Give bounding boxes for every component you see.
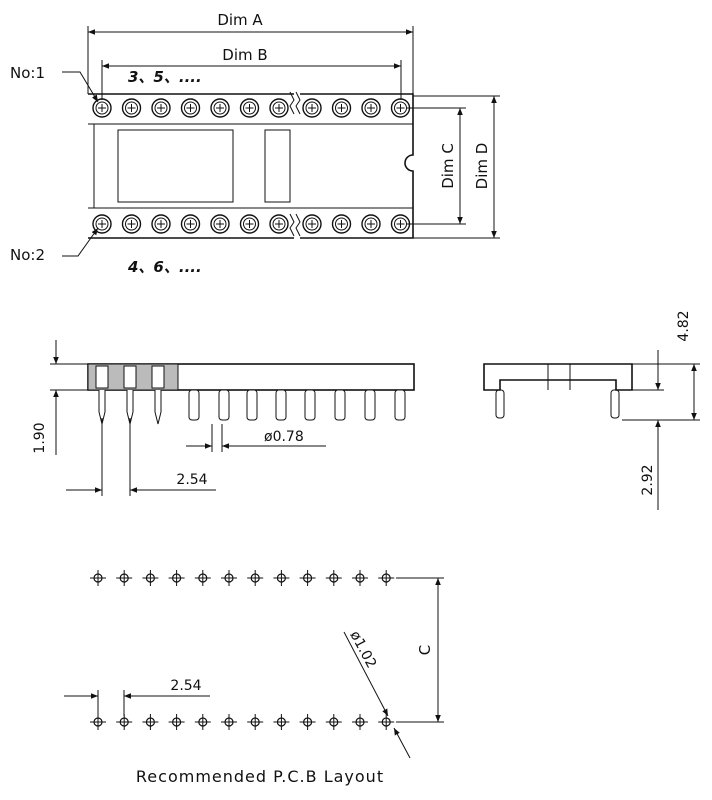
side-pin: [364, 389, 376, 421]
pcb-hole: [273, 570, 290, 586]
pcb-dim-1-02: ø1.02: [346, 628, 379, 671]
socket-pin: [210, 98, 230, 118]
cutaway-pin: [123, 365, 137, 425]
pcb-hole: [116, 714, 133, 730]
pcb-hole: [247, 570, 264, 586]
pcb-hole: [116, 570, 133, 586]
pcb-layout: C 2.54 ø1.02 Recommended P.C.B Layout: [64, 570, 444, 786]
dim-b-label: Dim B: [222, 46, 267, 64]
pcb-hole: [142, 714, 159, 730]
socket-pin: [121, 214, 142, 234]
end-body: [483, 363, 633, 391]
side-pin: [334, 389, 346, 421]
pcb-hole: [194, 714, 211, 730]
cutaway-pin: [95, 365, 109, 425]
pcb-hole: [90, 714, 106, 730]
pcb-hole: [352, 714, 368, 730]
pin1-label: No:1: [10, 64, 45, 82]
pcb-hole: [273, 714, 290, 730]
pcb-layout-title: Recommended P.C.B Layout: [136, 767, 384, 786]
break-line-bottom: [289, 213, 301, 237]
cutaway-pin: [151, 365, 165, 425]
pcb-hole: [168, 570, 185, 586]
socket-body-outline: [88, 93, 414, 239]
pcb-hole: [325, 714, 342, 730]
socket-pin: [180, 98, 201, 118]
pcb-hole: [221, 714, 237, 730]
socket-pin: [361, 214, 381, 234]
pcb-hole: [299, 570, 316, 586]
top-pin-array: [92, 98, 411, 234]
dim-1-90: 1.90: [32, 422, 48, 453]
pcb-hole: [352, 570, 368, 586]
socket-pin: [151, 98, 171, 118]
socket-pin: [92, 214, 112, 234]
socket-pin: [239, 214, 260, 234]
dim-d-label: Dim D: [473, 143, 491, 190]
side-pin-array: [95, 365, 406, 425]
pcb-hole: [194, 570, 211, 586]
dim-a-label: Dim A: [217, 11, 263, 29]
socket-pin: [210, 214, 230, 234]
side-pin: [275, 389, 287, 421]
socket-pin: [302, 98, 322, 118]
dim-c-label: Dim C: [439, 143, 457, 189]
pcb-hole: [168, 714, 185, 730]
socket-pin: [390, 214, 411, 234]
pcb-hole: [325, 570, 342, 586]
socket-pin: [302, 214, 322, 234]
odd-pin-sequence: 3、5、....: [128, 68, 202, 86]
dim-2-54-side: 2.54: [176, 472, 207, 488]
pcb-hole: [142, 570, 159, 586]
pcb-hole: [221, 570, 237, 586]
socket-pin: [180, 214, 201, 234]
socket-pin: [92, 98, 112, 118]
dim-4-82: 4.82: [676, 310, 692, 341]
dim-0-78: ø0.78: [264, 429, 304, 445]
side-pin: [394, 389, 406, 421]
side-pin: [188, 389, 200, 421]
socket-pin: [121, 98, 142, 118]
pcb-hole: [90, 570, 106, 586]
dim-2-92: 2.92: [640, 464, 656, 495]
side-pin: [304, 389, 316, 421]
socket-pin: [239, 98, 260, 118]
pcb-hole: [378, 714, 395, 730]
side-pin: [246, 389, 258, 421]
socket-pin: [269, 214, 289, 234]
pcb-hole: [247, 714, 264, 730]
pcb-dim-c: C: [416, 645, 434, 655]
pcb-dim-2-54: 2.54: [170, 678, 201, 694]
break-line-top: [289, 91, 301, 115]
socket-pin: [151, 214, 171, 234]
socket-window-right: [264, 129, 291, 203]
socket-pin: [331, 98, 352, 118]
socket-pin: [269, 98, 289, 118]
side-pin: [218, 389, 230, 421]
top-view: Dim A Dim B 3、5、.... 4、6、.... No:1 No:2 …: [10, 11, 500, 276]
side-view: 1.90 2.54 ø0.78: [32, 340, 415, 496]
pcb-hole: [299, 714, 316, 730]
socket-pin: [331, 214, 352, 234]
pin2-label: No:2: [10, 246, 45, 264]
socket-pin: [361, 98, 381, 118]
even-pin-sequence: 4、6、....: [127, 258, 202, 276]
socket-window-left: [117, 129, 234, 203]
pcb-hole: [378, 570, 395, 586]
end-view: 4.82 2.92: [483, 310, 700, 510]
pcb-hole-array: [90, 570, 395, 730]
